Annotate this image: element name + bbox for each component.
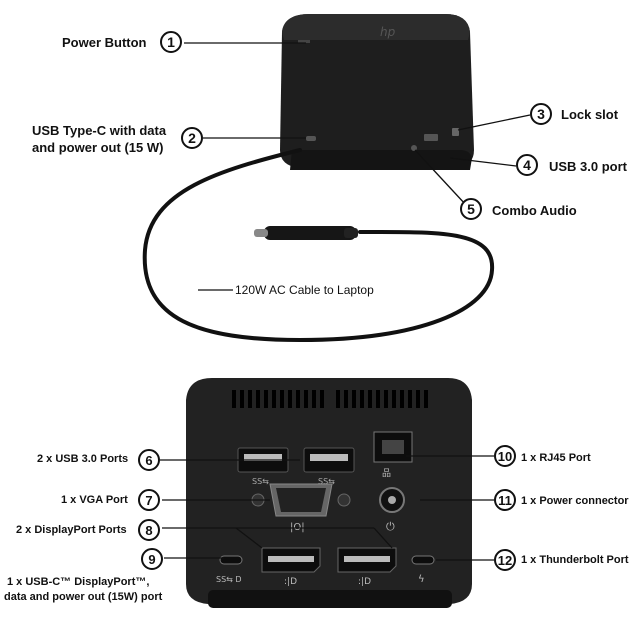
usb30-ports-label: 2 x USB 3.0 Ports bbox=[37, 453, 129, 465]
svg-text:SS⇆: SS⇆ bbox=[318, 477, 335, 486]
thunderbolt-icon: ϟ bbox=[411, 555, 435, 585]
power-button-label: Power Button bbox=[62, 35, 147, 50]
usbc-dp-label-line1: 1 x USB-C™ DisplayPort™, bbox=[7, 576, 150, 588]
rj45-port-label: 1 x RJ45 Port bbox=[521, 452, 591, 464]
lock-slot-label: Lock slot bbox=[561, 107, 619, 122]
callout-10: 10 bbox=[494, 445, 516, 467]
power-connector-label: 1 x Power connector bbox=[521, 495, 629, 507]
vga-port-icon: |O| bbox=[251, 483, 351, 533]
usbc-label-line2: and power out (15 W) bbox=[32, 140, 164, 155]
combo-audio-label: Combo Audio bbox=[492, 203, 577, 218]
thunderbolt-port-label: 1 x Thunderbolt Port bbox=[521, 554, 629, 566]
svg-text:品: 品 bbox=[382, 468, 391, 479]
usb-a-port-icon bbox=[424, 134, 438, 141]
svg-text::|D: :|D bbox=[358, 577, 371, 587]
rj45-port-icon: 品 bbox=[373, 431, 413, 479]
dock-rear-view: SS⇆ SS⇆ |O| :|D :|D SS⇆ D 品 bbox=[186, 378, 472, 608]
svg-text::|D: :|D bbox=[284, 577, 297, 587]
callout-9: 9 bbox=[141, 548, 163, 570]
usb30-port-label: USB 3.0 port bbox=[549, 159, 628, 174]
cable-label: 120W AC Cable to Laptop bbox=[233, 283, 376, 297]
callout-2: 2 bbox=[181, 127, 203, 149]
callout-3: 3 bbox=[530, 103, 552, 125]
displayport-icon: :|D :|D bbox=[261, 547, 397, 587]
callout-5: 5 bbox=[460, 198, 482, 220]
usb-c-cable bbox=[142, 148, 495, 343]
callout-8: 8 bbox=[138, 519, 160, 541]
callout-12: 12 bbox=[494, 549, 516, 571]
usbc-label-line1: USB Type-C with data bbox=[32, 123, 167, 138]
usbc-dp-label-line2: data and power out (15W) port bbox=[4, 591, 163, 603]
callout-1: 1 bbox=[160, 31, 182, 53]
displayport-label: 2 x DisplayPort Ports bbox=[16, 524, 127, 536]
svg-text:hp: hp bbox=[380, 25, 396, 39]
callout-7: 7 bbox=[138, 489, 160, 511]
svg-text:SS⇆ D: SS⇆ D bbox=[216, 575, 242, 584]
dock-top-view: hp bbox=[280, 14, 474, 170]
vga-port-label: 1 x VGA Port bbox=[61, 494, 128, 506]
svg-text:⏻: ⏻ bbox=[386, 520, 395, 533]
svg-text:ϟ: ϟ bbox=[418, 574, 425, 585]
usb-c-port-icon: SS⇆ D bbox=[216, 555, 243, 584]
power-jack-icon: ⏻ bbox=[379, 487, 405, 533]
callout-6: 6 bbox=[138, 449, 160, 471]
callout-11: 11 bbox=[494, 489, 516, 511]
svg-text:SS⇆: SS⇆ bbox=[252, 477, 269, 486]
callout-4: 4 bbox=[516, 154, 538, 176]
